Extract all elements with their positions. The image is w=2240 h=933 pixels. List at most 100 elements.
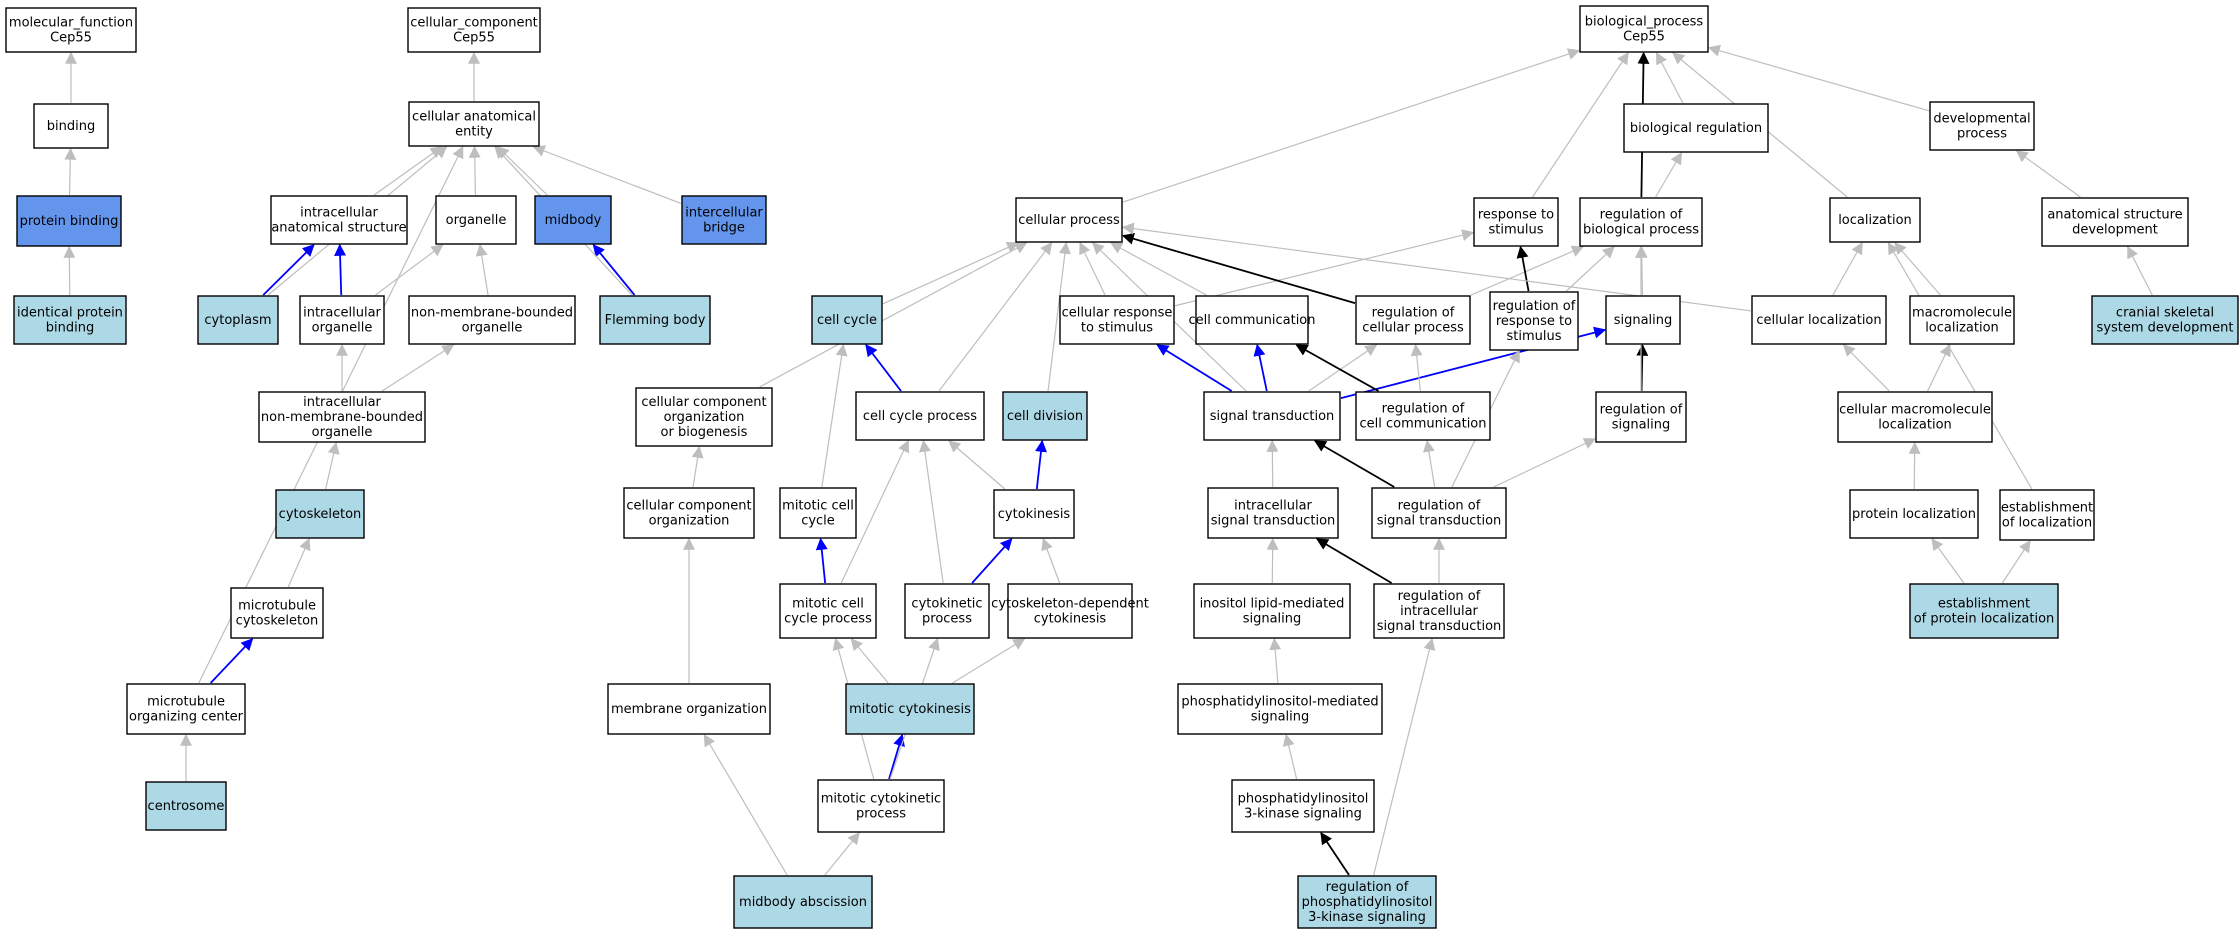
term-node-localization[interactable]: localization xyxy=(1829,197,1921,243)
edge-is-a-cellular-process-to-bp xyxy=(1122,48,1581,203)
term-box xyxy=(16,195,122,247)
term-node-cytoplasm[interactable]: cytoplasm xyxy=(197,295,279,345)
term-label-line: cell division xyxy=(1007,409,1083,424)
term-box xyxy=(607,683,771,735)
edge-part-of-cytokinesis-to-cell-division xyxy=(1035,439,1047,490)
term-box xyxy=(1999,489,2095,541)
edge-is-a-pi3k-signaling-to-phosphatidylinositol-mediated-signaling xyxy=(1282,733,1298,780)
term-box xyxy=(534,195,612,245)
edge-part-of-mitotic-cell-cycle-process-to-mitotic-cell-cycle xyxy=(815,537,828,584)
term-label-line: mitotic cytokinesis xyxy=(849,702,971,717)
term-label-line: regulation of xyxy=(1382,402,1465,417)
term-node-centrosome[interactable]: centrosome xyxy=(145,781,227,831)
term-label-line: biological process xyxy=(1583,223,1699,238)
term-node-cell-communication[interactable]: cell communication xyxy=(1188,295,1316,345)
term-node-cytoskeleton[interactable]: cytoskeleton xyxy=(275,489,365,539)
edge-is-a-cranial-skeletal-system-development-to-anatomical-structure-development xyxy=(2127,245,2153,296)
term-label-line: non-membrane-bounded xyxy=(261,410,423,425)
term-label-line: cellular_component xyxy=(410,16,538,31)
term-node-signaling[interactable]: signaling xyxy=(1605,295,1681,345)
term-node-cell-cycle-process[interactable]: cell cycle process xyxy=(855,391,985,441)
term-node-cell-cycle[interactable]: cell cycle xyxy=(811,295,883,345)
term-node-membrane-organization[interactable]: membrane organization xyxy=(607,683,771,735)
term-node-intracellular-nmbo[interactable]: intracellularnon-membrane-boundedorganel… xyxy=(258,391,426,443)
edge-is-a-response-to-stimulus-to-bp xyxy=(1532,51,1629,198)
term-node-biological-regulation[interactable]: biological regulation xyxy=(1623,103,1769,153)
term-box xyxy=(1605,295,1681,345)
term-box xyxy=(1355,391,1491,441)
term-node-mitotic-cytokinesis[interactable]: mitotic cytokinesis xyxy=(845,683,975,735)
term-box xyxy=(1829,197,1921,243)
term-node-midbody-abscission[interactable]: midbody abscission xyxy=(733,875,873,929)
term-box xyxy=(1849,489,1979,539)
term-label-line: cycle xyxy=(801,514,835,529)
term-label-line: cytoskeleton xyxy=(236,614,319,629)
edge-is-a-cytoskeleton-to-intracellular-nmbo xyxy=(325,441,340,490)
edge-is-a-biological-regulation-to-bp xyxy=(1656,51,1684,104)
term-node-protein-localization[interactable]: protein localization xyxy=(1849,489,1979,539)
term-node-organelle[interactable]: organelle xyxy=(435,195,517,245)
term-node-cell-division[interactable]: cell division xyxy=(1002,391,1088,441)
term-box xyxy=(145,781,227,831)
term-node-cellular-localization[interactable]: cellular localization xyxy=(1751,295,1887,345)
term-label-line: membrane organization xyxy=(611,702,767,717)
term-box xyxy=(1489,291,1579,351)
term-node-midbody[interactable]: midbody xyxy=(534,195,612,245)
term-box xyxy=(2091,295,2239,345)
term-label-line: intracellular xyxy=(303,306,381,321)
term-label-line: process xyxy=(856,807,906,822)
term-node-cytokinesis[interactable]: cytokinesis xyxy=(993,489,1075,539)
term-label-line: organization xyxy=(649,514,730,529)
term-node-protein-binding[interactable]: protein binding xyxy=(16,195,122,247)
term-label-line: cellular component xyxy=(626,499,751,514)
term-label-line: cellular process xyxy=(1018,213,1120,228)
term-node-regulation-of-pi3k-signaling[interactable]: regulation ofphosphatidylinositol3-kinas… xyxy=(1297,875,1437,929)
term-node-signal-transduction[interactable]: signal transduction xyxy=(1203,391,1341,441)
term-label-line: localization xyxy=(1925,321,1999,336)
term-node-binding[interactable]: binding xyxy=(33,103,109,149)
edge-is-a-midbody-abscission-to-mitotic-cytokinetic-process xyxy=(824,832,860,876)
term-label-line: cycle process xyxy=(784,612,872,627)
term-node-cellular-process[interactable]: cellular process xyxy=(1015,197,1123,243)
term-node-flemming-body[interactable]: Flemming body xyxy=(599,295,711,345)
